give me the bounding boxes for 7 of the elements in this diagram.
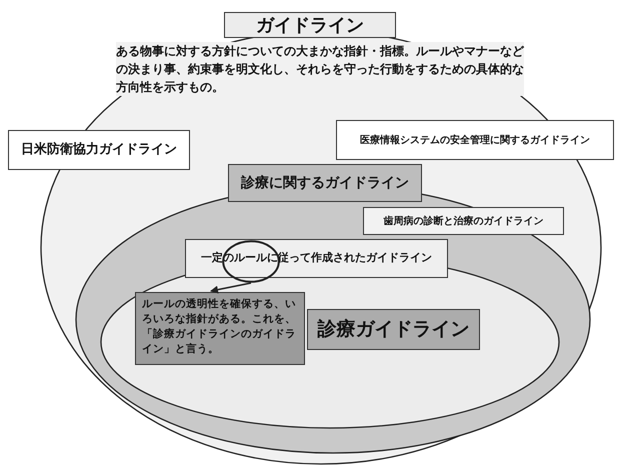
heading-label: 診療に関するガイドライン <box>228 164 422 202</box>
label-box: 歯周病の診断と治療のガイドライン <box>363 207 564 235</box>
label-box: ルールの透明性を確保する、いろいろな指針がある。これを、「診療ガイドラインのガイドライン」と言う。 <box>135 292 305 365</box>
label-box: 診療ガイドライン <box>307 309 480 350</box>
heading-label: ガイドライン <box>224 12 396 38</box>
label-box: 日米防衛協力ガイドライン <box>8 130 190 170</box>
description-text: ある物事に対する方針についての大まかな指針・指標。ルールやマナーなどの決まり事、約束事を明文化し、それらを守った行動をするための具体的な方向性を示すもの。 <box>116 42 524 96</box>
